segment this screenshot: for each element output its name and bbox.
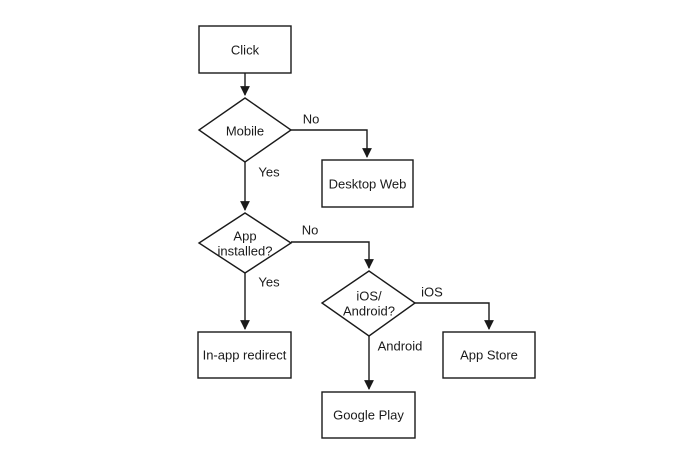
node-desktop-web-label: Desktop Web bbox=[329, 177, 407, 192]
node-google-play: Google Play bbox=[321, 391, 416, 439]
node-in-app-redirect-label: In-app redirect bbox=[203, 348, 287, 363]
flowchart-edges bbox=[240, 73, 494, 390]
node-ios-android-label-line2: Android? bbox=[343, 304, 395, 319]
edge-label-android: Android bbox=[378, 339, 423, 354]
edge-label-mobile-yes: Yes bbox=[258, 165, 280, 180]
node-in-app-redirect: In-app redirect bbox=[197, 331, 292, 379]
node-app-installed: App installed? bbox=[197, 212, 293, 274]
node-app-store-label: App Store bbox=[460, 348, 518, 363]
flowchart-edge-labels: No Yes No Yes iOS Android bbox=[258, 112, 443, 354]
node-app-installed-label-line1: App bbox=[233, 229, 256, 244]
node-desktop-web: Desktop Web bbox=[321, 159, 414, 208]
edge-label-app-installed-yes: Yes bbox=[258, 275, 280, 290]
edge-label-ios: iOS bbox=[421, 285, 443, 300]
edge-ios-to-app-store bbox=[415, 302, 494, 330]
node-click-label: Click bbox=[231, 43, 260, 58]
node-app-installed-label-line2: installed? bbox=[218, 244, 273, 259]
edge-label-mobile-no: No bbox=[303, 112, 320, 127]
node-mobile-label: Mobile bbox=[226, 124, 264, 139]
node-ios-android: iOS/ Android? bbox=[320, 270, 417, 337]
edge-label-app-installed-no: No bbox=[302, 223, 319, 238]
node-google-play-label: Google Play bbox=[333, 408, 404, 423]
edge-app-installed-no-to-ios-android bbox=[291, 241, 374, 269]
node-app-store: App Store bbox=[442, 331, 536, 379]
node-mobile: Mobile bbox=[197, 97, 293, 163]
node-click: Click bbox=[198, 25, 292, 74]
node-ios-android-label-line1: iOS/ bbox=[356, 289, 382, 304]
edge-mobile-no-to-desktop-web bbox=[291, 129, 372, 158]
